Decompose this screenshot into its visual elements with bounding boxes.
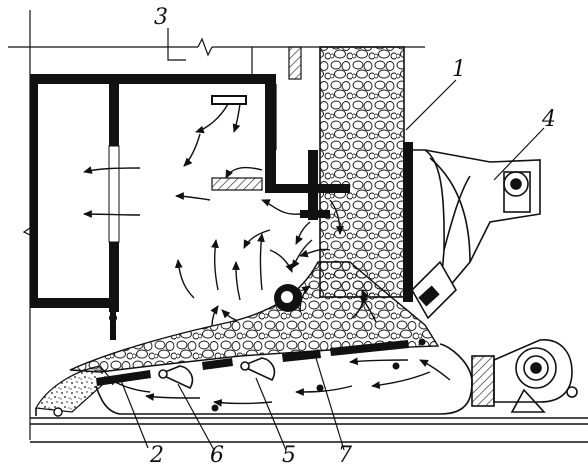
fan-unit [471,339,578,413]
discharge-fines [35,365,111,413]
air-duct [35,343,473,416]
flow-arrows [83,103,451,407]
callout-4: 4 [541,107,556,132]
callout-3: 3 [154,5,168,30]
chute-gate [418,285,440,307]
feed-shaft [300,46,413,302]
hatched-beam [211,177,263,191]
callout-7: 7 [338,443,352,468]
chamber-opening [108,145,120,243]
roller [274,284,302,312]
callout-2: 2 [149,443,164,468]
callouts: 1 2 3 4 5 6 7 [149,5,556,468]
callout-5: 5 [282,443,296,468]
burner-nozzle [211,95,247,105]
callout-6: 6 [210,443,224,468]
floor [30,407,588,443]
dampers [157,357,276,390]
leader-lines [119,28,545,451]
valve-symbols [211,338,426,412]
callout-1: 1 [452,57,466,82]
upper-structure [251,46,302,150]
hood [413,149,541,301]
left-support-post [109,312,117,340]
chamber-walls [30,74,350,312]
